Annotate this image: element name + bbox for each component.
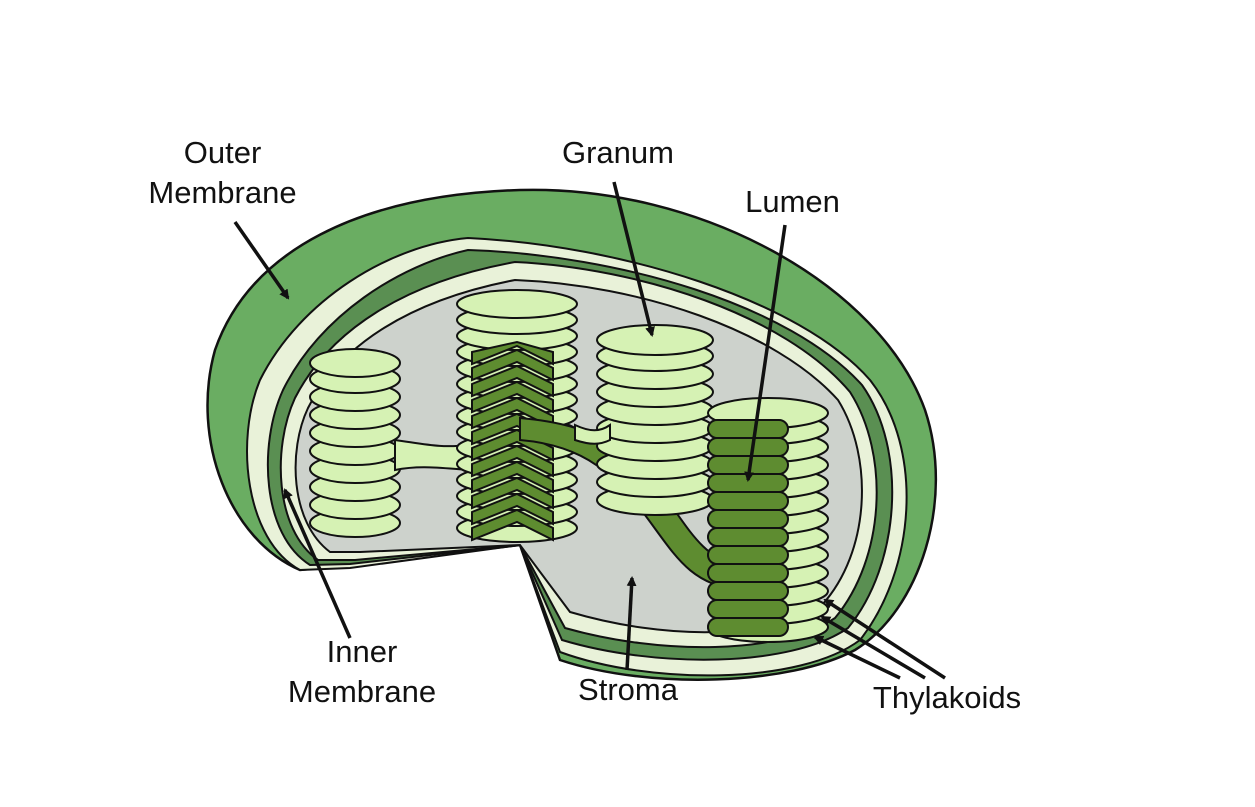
granum-label: Granum: [562, 135, 674, 170]
pointer-lines: [233, 181, 946, 680]
outer-membrane-pointer: [233, 220, 290, 300]
inner-membrane-pointer: [283, 488, 352, 639]
thylakoid-pointer-1: [823, 598, 946, 680]
lumen-label: Lumen: [745, 184, 840, 219]
thylakoid-pointer-2: [820, 615, 926, 680]
outer-membrane-label-line-1: Outer: [183, 135, 262, 170]
outer-membrane-label-line-2: Membrane: [148, 175, 297, 210]
granum-pointer: [612, 181, 655, 337]
thylakoids-label: Thylakoids: [872, 680, 1022, 715]
lumen-pointer: [744, 224, 787, 482]
granum-right: [596, 324, 714, 516]
stroma-lamella-mid: [574, 423, 611, 445]
left-granum: [309, 348, 401, 538]
inner-membrane-label: Inner Membrane: [268, 632, 456, 712]
stroma-pointer: [625, 576, 637, 671]
inner-membrane-label-line-2: Membrane: [287, 674, 437, 709]
inner-membrane-label-line-1: Inner: [326, 634, 398, 669]
outer-membrane-label: Outer Membrane: [130, 133, 315, 213]
stroma-label: Stroma: [578, 672, 678, 707]
right-granum-cutaway: [707, 419, 789, 637]
thylakoid-pointer-3: [813, 635, 901, 680]
